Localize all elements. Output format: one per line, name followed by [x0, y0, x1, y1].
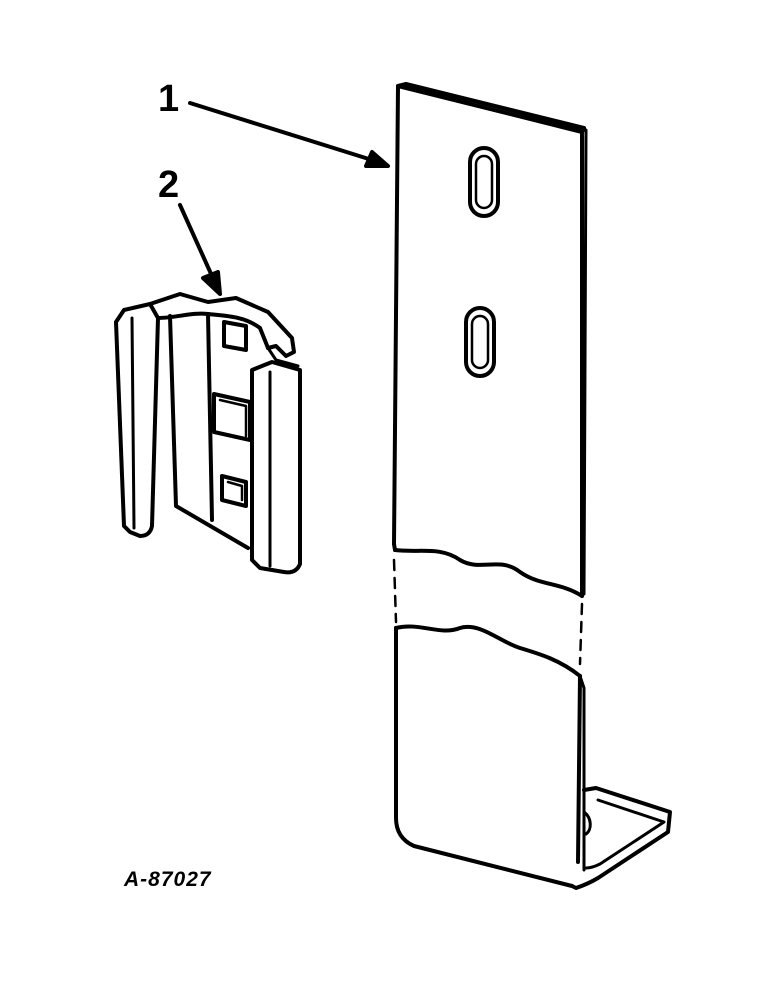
bracket-part-1	[392, 82, 672, 890]
leader-arrow-2	[178, 203, 222, 296]
slot-hole-lower	[464, 306, 496, 378]
callout-label-2: 2	[158, 164, 180, 206]
lower-break-line	[394, 624, 582, 678]
slot-hole-upper	[468, 146, 500, 218]
rect-hole-middle	[212, 392, 252, 442]
square-hole-bottom	[220, 474, 248, 508]
dashed-line-left	[392, 558, 398, 624]
callout-label-1: 1	[158, 78, 180, 120]
leader-arrow-1	[188, 101, 390, 168]
upper-break-line	[393, 548, 584, 598]
square-hole-top	[222, 320, 248, 352]
dashed-line-right	[578, 602, 584, 666]
clip-part-2	[114, 292, 302, 575]
reference-code: A-87027	[124, 868, 212, 891]
